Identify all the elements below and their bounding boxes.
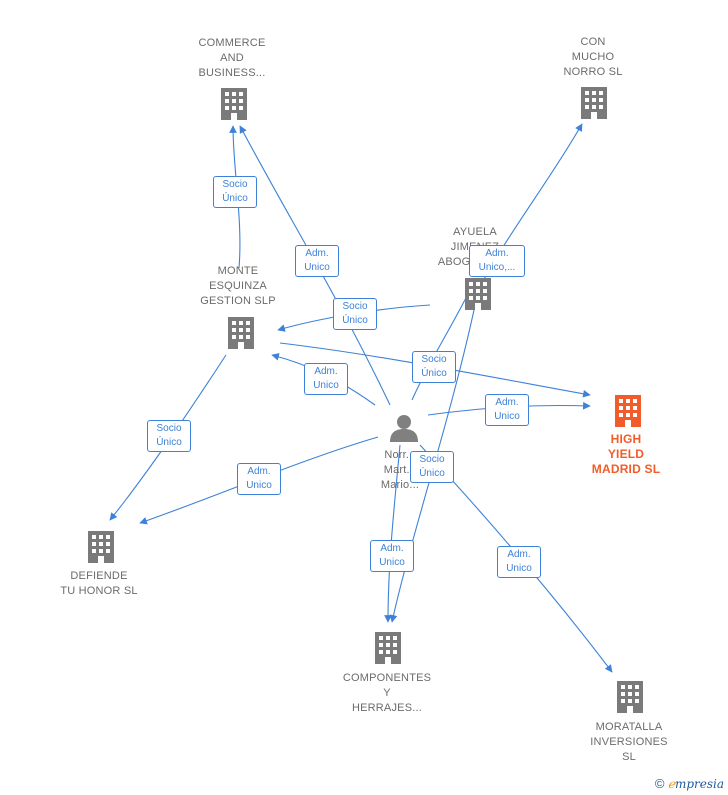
edge-label-adm-unico: Adm. Unico — [370, 540, 414, 572]
building-icon — [465, 278, 491, 310]
edge-label-adm-unico: Adm. Unico,... — [469, 245, 525, 277]
edge-label-socio-unico: Socio Único — [213, 176, 257, 208]
edge-label-adm-unico: Adm. Unico — [295, 245, 339, 277]
node-commerce-label[interactable]: COMMERCE AND BUSINESS... — [198, 37, 266, 79]
edge-label-adm-unico: Adm. Unico — [485, 394, 529, 426]
node-high-yield-label[interactable]: HIGH YIELD MADRID SL — [591, 432, 661, 476]
person-icon — [390, 415, 418, 442]
edge-label-socio-unico: Socio Único — [412, 351, 456, 383]
building-icon — [221, 88, 247, 120]
node-moratalla-label[interactable]: MORATALLA INVERSIONES SL — [590, 721, 668, 763]
edge-label-socio-unico: Socio Único — [333, 298, 377, 330]
edge-person-ayuela — [411, 289, 471, 401]
building-icon — [88, 531, 114, 563]
building-highlight-icon — [615, 395, 641, 427]
node-person-label[interactable]: Norr... Mart... Mario... — [380, 449, 420, 491]
empresia-logo: © ℯmpresia — [654, 776, 724, 791]
edge-label-socio-unico: Socio Único — [410, 451, 454, 483]
building-icon — [228, 317, 254, 349]
edge-label-adm-unico: Adm. Unico — [304, 363, 348, 395]
building-icon — [581, 87, 607, 119]
building-icon — [375, 632, 401, 664]
edge-label-adm-unico: Adm. Unico — [237, 463, 281, 495]
edge-person-componentes — [384, 444, 401, 623]
node-con-mucho-label[interactable]: CON MUCHO NORRO SL — [563, 36, 623, 78]
node-monte-label[interactable]: MONTE ESQUINZA GESTION SLP — [200, 265, 276, 307]
edge-label-socio-unico: Socio Único — [147, 420, 191, 452]
node-componentes-label[interactable]: COMPONENTES Y HERRAJES... — [342, 672, 432, 714]
node-defiende-label[interactable]: DEFIENDE TU HONOR SL — [60, 570, 138, 597]
building-icon — [617, 681, 643, 713]
edge-label-adm-unico: Adm. Unico — [497, 546, 541, 578]
